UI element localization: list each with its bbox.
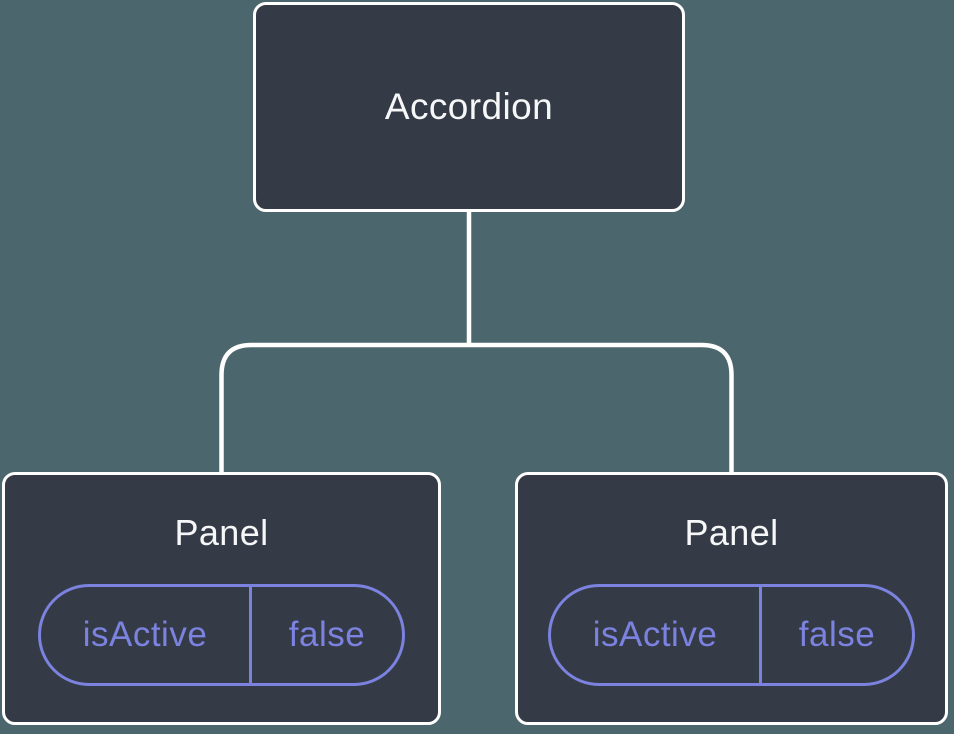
- state-name-label: isActive: [41, 587, 252, 683]
- state-value-label: false: [798, 615, 876, 654]
- node-panel-left: Panel isActive false: [2, 472, 441, 725]
- node-accordion: Accordion: [253, 2, 685, 212]
- node-panel-right-label: Panel: [684, 512, 779, 553]
- node-panel-right: Panel isActive false: [515, 472, 948, 725]
- state-name-label: isActive: [551, 587, 762, 683]
- connector-branch: [219, 342, 734, 473]
- node-panel-left-label: Panel: [174, 512, 269, 553]
- state-pill-right: isActive false: [548, 584, 915, 686]
- state-pill-left: isActive false: [38, 584, 405, 686]
- state-value-label: false: [288, 615, 366, 654]
- node-accordion-label: Accordion: [384, 86, 554, 127]
